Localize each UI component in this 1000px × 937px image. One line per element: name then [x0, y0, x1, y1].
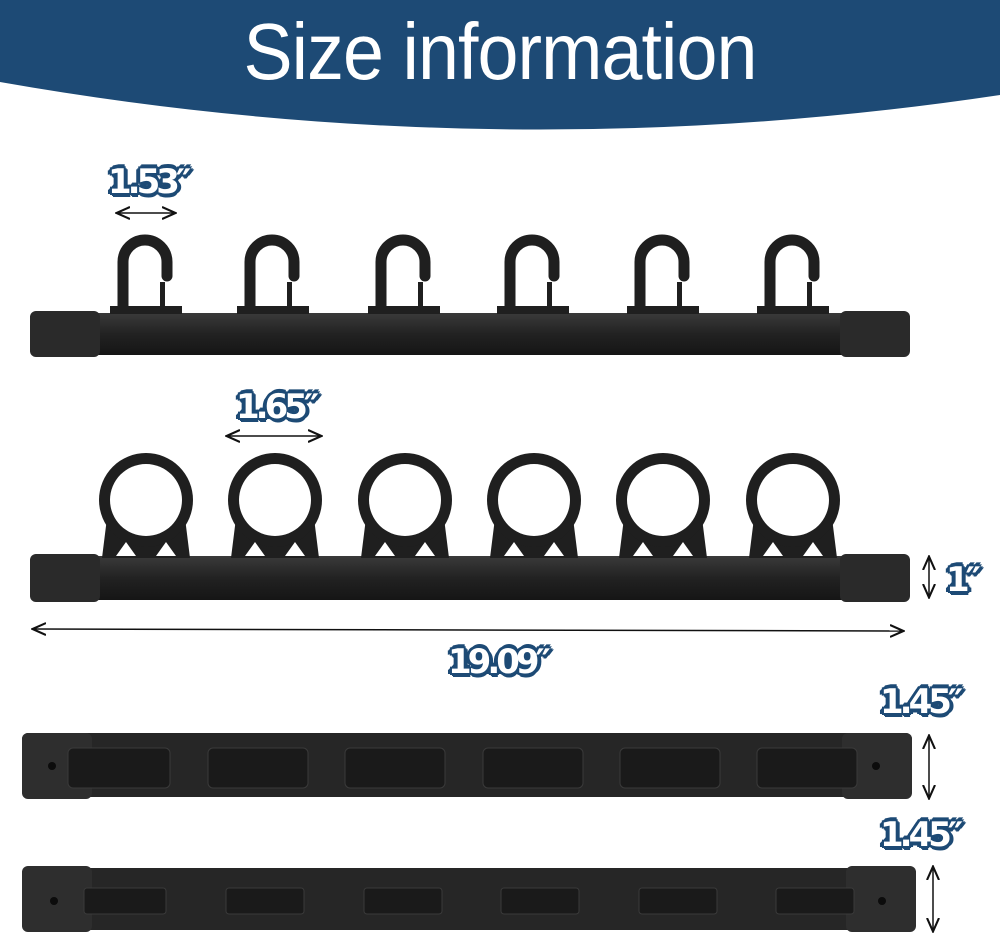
page-title: Size information [243, 7, 758, 96]
ring-rack [30, 436, 929, 631]
back-depth-label-1: 1.45″ [880, 682, 963, 722]
back-depth-label-2: 1.45″ [880, 815, 963, 855]
end-cap-right [840, 311, 910, 357]
holder-width-label: 1.65″ [236, 387, 319, 427]
rack-height-label: 1″ [946, 560, 981, 600]
end-cap-left [30, 311, 100, 357]
hook-rack [30, 213, 910, 357]
title-banner [0, 0, 1000, 130]
length-arrow [34, 629, 902, 631]
end-cap-right [840, 554, 910, 602]
rack-length-label: 19.09″ [448, 642, 551, 682]
hook-width-label: 1.53″ [108, 162, 191, 202]
back-view-rack-1 [22, 733, 929, 799]
end-cap-left [30, 554, 100, 602]
back-view-rack-2 [22, 866, 933, 932]
